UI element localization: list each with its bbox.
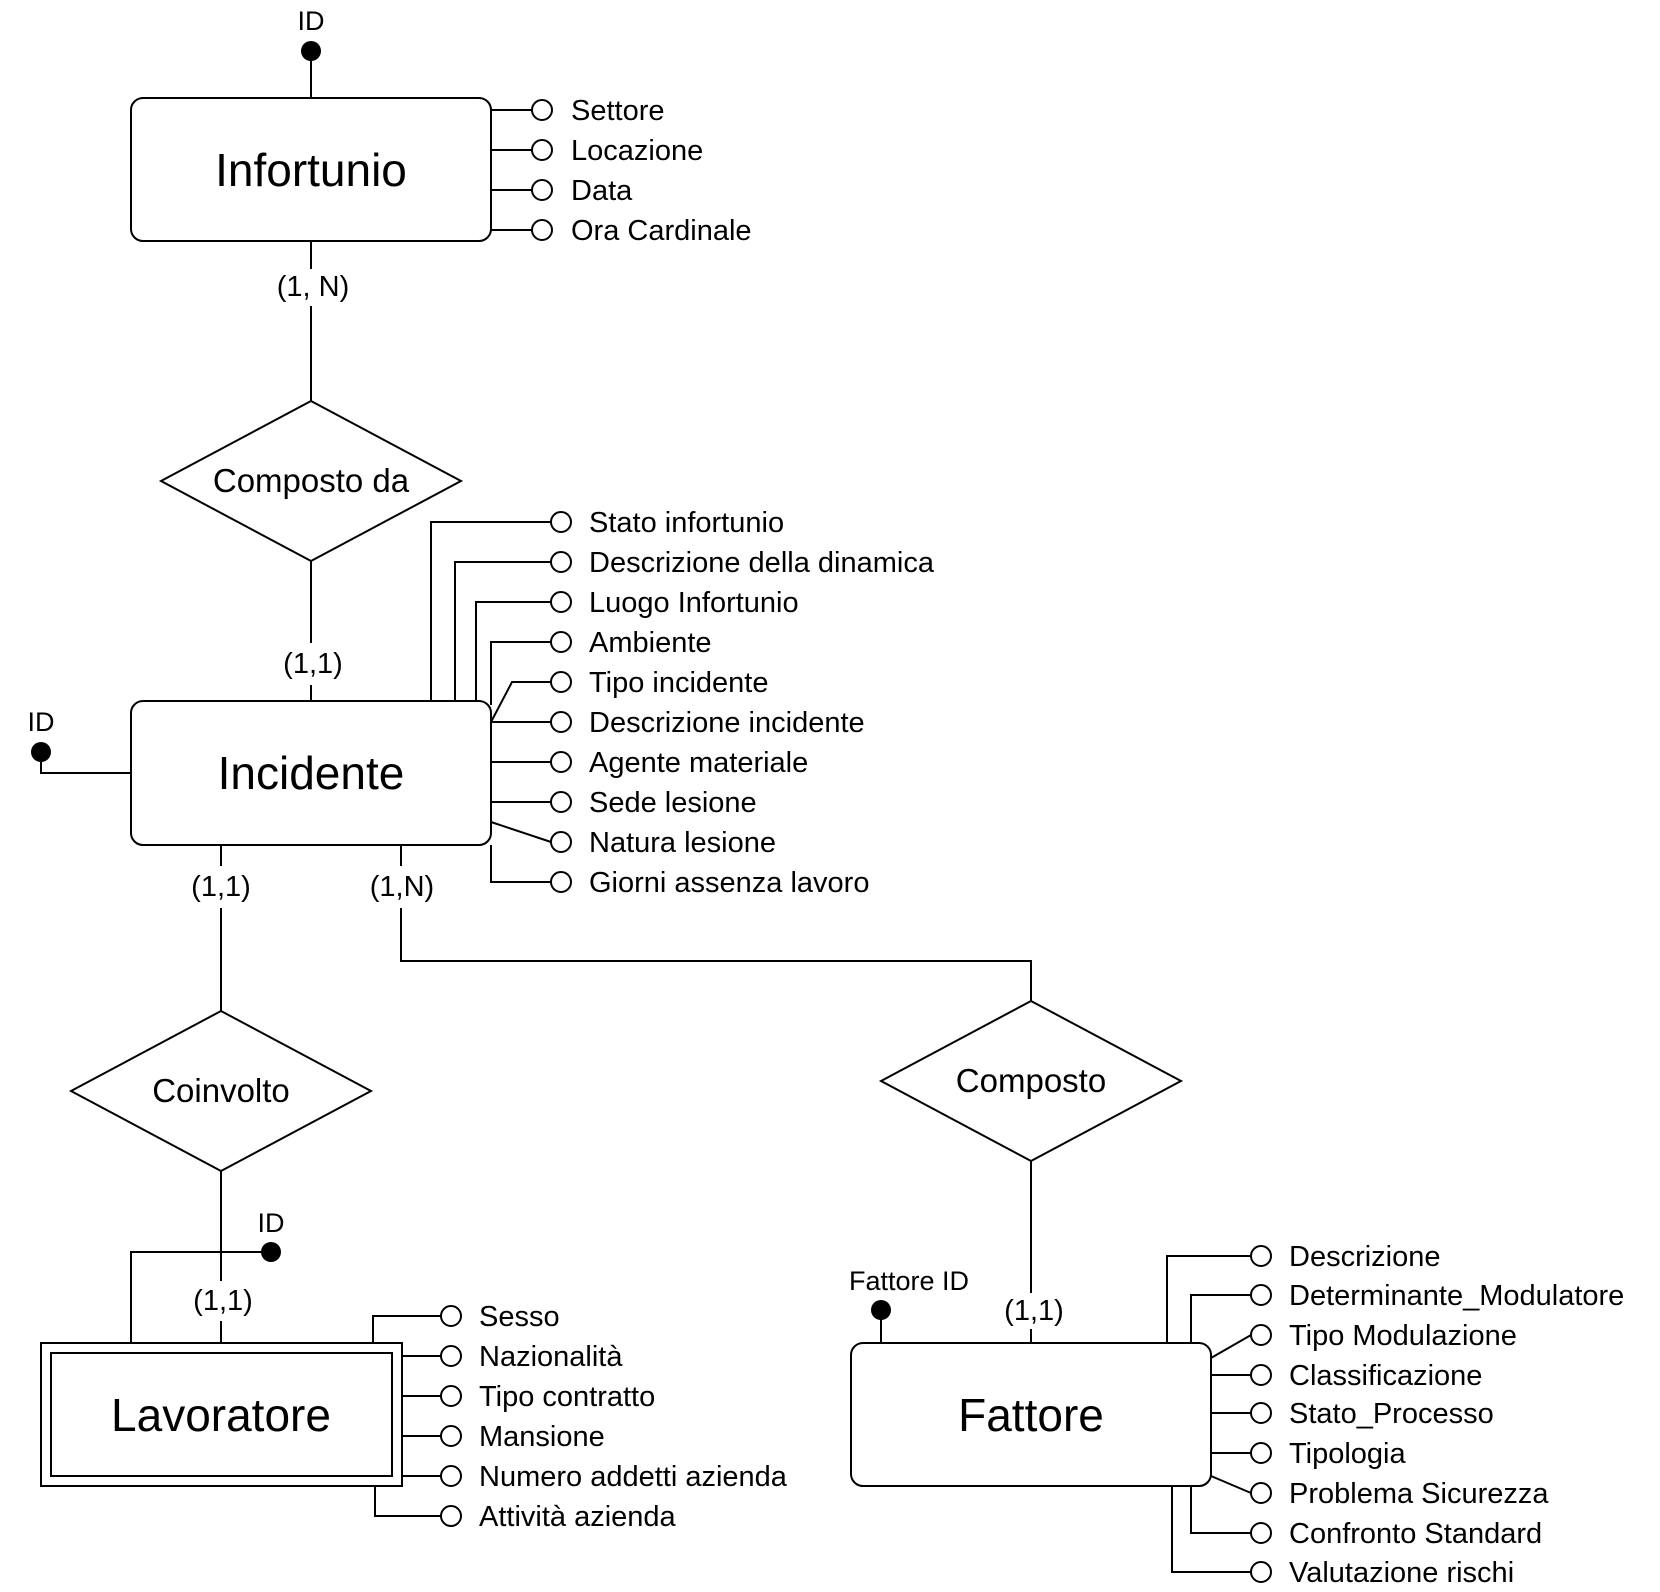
lavoratore-id-label: ID bbox=[258, 1208, 285, 1238]
attr-agente-materiale: Agente materiale bbox=[589, 747, 808, 779]
attr-attivita-azienda: Attività azienda bbox=[479, 1501, 677, 1533]
link-incidente-coinvolto: (1,1) bbox=[191, 845, 251, 1011]
attr-problema-sicurezza: Problema Sicurezza bbox=[1289, 1478, 1549, 1510]
lavoratore-attributes: Sesso Nazionalità Tipo contratto Mansion… bbox=[372, 1301, 788, 1533]
attr-confronto-standard: Confronto Standard bbox=[1289, 1518, 1542, 1550]
attr-descrizione-dinamica: Descrizione della dinamica bbox=[589, 547, 935, 579]
attr-locazione: Locazione bbox=[571, 135, 703, 167]
attr-numero-addetti: Numero addetti azienda bbox=[479, 1461, 788, 1493]
infortunio-id-label: ID bbox=[298, 6, 325, 36]
attr-tipo-incidente: Tipo incidente bbox=[589, 667, 768, 699]
entity-incidente[interactable]: Incidente bbox=[130, 700, 492, 846]
attr-classificazione: Classificazione bbox=[1289, 1360, 1482, 1392]
infortunio-id: ID bbox=[298, 6, 325, 98]
attr-tipologia: Tipologia bbox=[1289, 1438, 1406, 1470]
link-infortunio-composto-da: (1, N) bbox=[277, 241, 350, 401]
entity-lavoratore-name: Lavoratore bbox=[111, 1389, 331, 1441]
card-incidente-composto-da: (1,1) bbox=[283, 648, 343, 680]
identifier-marker bbox=[261, 1242, 281, 1262]
relationship-composto-da[interactable]: Composto da bbox=[158, 399, 464, 563]
entity-fattore-name: Fattore bbox=[958, 1389, 1104, 1441]
entity-fattore[interactable]: Fattore bbox=[850, 1342, 1212, 1487]
relationship-composto[interactable]: Composto bbox=[878, 999, 1184, 1163]
attr-stato-infortunio: Stato infortunio bbox=[589, 507, 784, 539]
card-fattore-composto: (1,1) bbox=[1004, 1295, 1064, 1327]
entity-lavoratore[interactable]: Lavoratore bbox=[40, 1342, 403, 1487]
attr-sesso: Sesso bbox=[479, 1301, 560, 1333]
attr-data: Data bbox=[571, 175, 633, 207]
card-incidente-composto: (1,N) bbox=[370, 871, 434, 903]
attr-nazionalita: Nazionalità bbox=[479, 1341, 623, 1373]
attr-ambiente: Ambiente bbox=[589, 627, 712, 659]
incidente-id-label: ID bbox=[28, 707, 55, 737]
attr-mansione: Mansione bbox=[479, 1421, 605, 1453]
identifier-marker bbox=[301, 41, 321, 61]
infortunio-attributes: Settore Locazione Data Ora Cardinale bbox=[491, 95, 752, 247]
attr-natura-lesione: Natura lesione bbox=[589, 827, 776, 859]
incidente-id: ID bbox=[28, 707, 131, 774]
attr-ora-cardinale: Ora Cardinale bbox=[571, 215, 752, 247]
identifier-marker bbox=[871, 1300, 891, 1320]
attr-giorni-assenza: Giorni assenza lavoro bbox=[589, 867, 869, 899]
link-incidente-composto: (1,N) bbox=[370, 845, 1032, 1001]
attr-determinante-modulatore: Determinante_Modulatore bbox=[1289, 1280, 1624, 1312]
fattore-attributes: Descrizione Determinante_Modulatore Tipo… bbox=[1166, 1241, 1624, 1589]
entity-infortunio-name: Infortunio bbox=[215, 144, 407, 196]
attr-valutazione-rischi: Valutazione rischi bbox=[1289, 1557, 1514, 1589]
link-composto-fattore: (1,1) bbox=[1004, 1161, 1064, 1343]
relationship-composto-da-name: Composto da bbox=[213, 462, 410, 499]
card-infortunio-composto-da: (1, N) bbox=[277, 271, 350, 303]
fattore-id: Fattore ID bbox=[849, 1266, 969, 1343]
incidente-attributes: Stato infortunio Descrizione della dinam… bbox=[430, 507, 935, 899]
entity-incidente-name: Incidente bbox=[218, 747, 405, 799]
attr-stato-processo: Stato_Processo bbox=[1289, 1398, 1494, 1430]
fattore-id-label: Fattore ID bbox=[849, 1266, 969, 1296]
attr-sede-lesione: Sede lesione bbox=[589, 787, 757, 819]
attr-luogo-infortunio: Luogo Infortunio bbox=[589, 587, 799, 619]
attr-tipo-modulazione: Tipo Modulazione bbox=[1289, 1320, 1517, 1352]
attr-tipo-contratto: Tipo contratto bbox=[479, 1381, 655, 1413]
attr-descrizione-incidente: Descrizione incidente bbox=[589, 707, 865, 739]
link-coinvolto-lavoratore: (1,1) bbox=[193, 1171, 253, 1343]
link-composto-da-incidente: (1,1) bbox=[283, 561, 343, 701]
identifier-marker bbox=[31, 742, 51, 762]
attr-settore: Settore bbox=[571, 95, 665, 127]
lavoratore-id: ID bbox=[130, 1208, 285, 1343]
card-lavoratore-coinvolto: (1,1) bbox=[193, 1285, 253, 1317]
attr-descrizione: Descrizione bbox=[1289, 1241, 1441, 1273]
card-incidente-coinvolto: (1,1) bbox=[191, 871, 251, 903]
relationship-coinvolto-name: Coinvolto bbox=[152, 1072, 290, 1109]
relationship-coinvolto[interactable]: Coinvolto bbox=[68, 1009, 374, 1173]
relationship-composto-name: Composto bbox=[956, 1062, 1106, 1099]
entity-infortunio[interactable]: Infortunio bbox=[130, 97, 492, 242]
